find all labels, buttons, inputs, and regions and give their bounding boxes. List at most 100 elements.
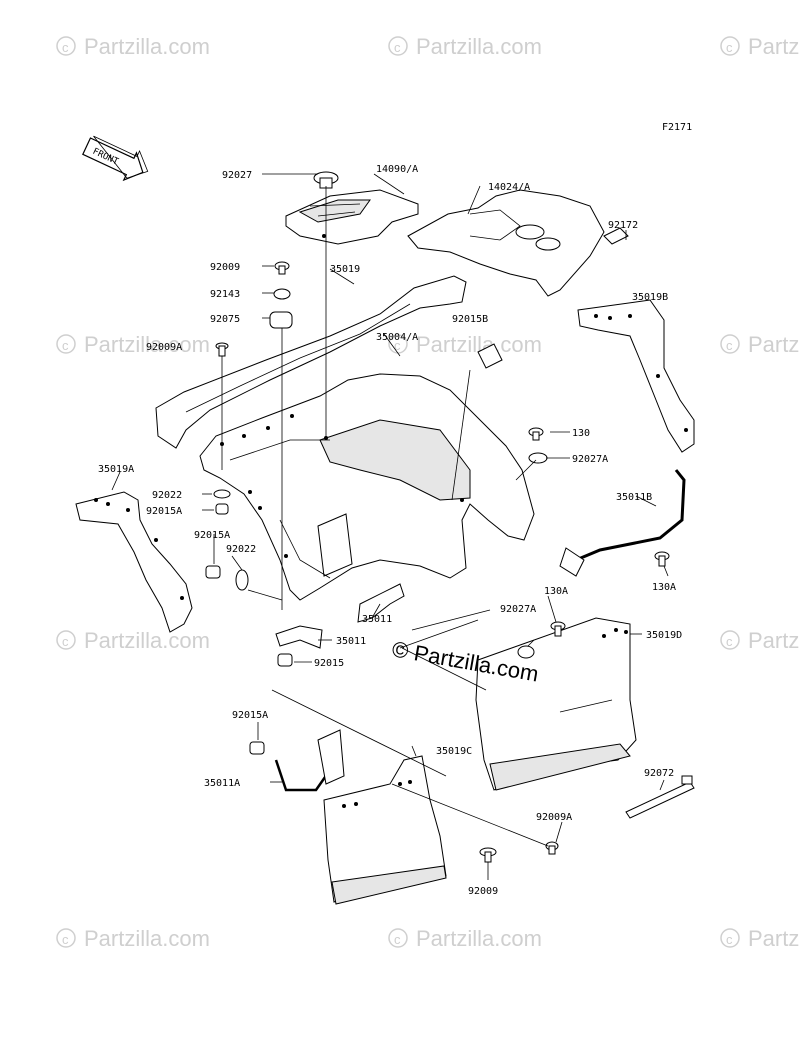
label-130A-mid: 130A (544, 586, 568, 597)
part-14024-cover (407, 189, 605, 297)
label-92015B: 92015B (452, 314, 488, 325)
svg-text:Partzilla.com: Partzilla.com (84, 332, 210, 357)
label-92015A-bot: 92015A (232, 710, 268, 721)
fastener-92172 (603, 227, 629, 245)
watermark-top-right: c Partzilla.com (720, 34, 800, 59)
watermark-row3-right: c Partzilla.com (720, 628, 800, 653)
fastener-92022-top (213, 489, 231, 499)
part-35011B-rod (559, 469, 686, 577)
svg-text:Partzilla.com: Partzilla.com (416, 34, 542, 59)
fastener-92009A-bot (545, 841, 559, 855)
svg-text:Partzilla.com: Partzilla.com (416, 926, 542, 951)
svg-text:Partzilla.com: Partzilla.com (84, 34, 210, 59)
fastener-130A-mid (550, 621, 566, 637)
label-130: 130 (572, 428, 590, 439)
part-35004-fender (199, 373, 535, 601)
label-92009A-top: 92009A (146, 342, 182, 353)
label-92009-bot: 92009 (468, 886, 498, 897)
label-35019C: 35019C (436, 746, 472, 757)
fastener-92075 (269, 311, 293, 329)
svg-text:c: c (726, 634, 733, 649)
part-35019B-guard (577, 299, 695, 453)
leader-lines (111, 173, 669, 880)
fastener-92015B (477, 343, 503, 369)
label-14024: 14024/A (488, 182, 530, 193)
label-35011-right: 35011 (362, 614, 392, 625)
label-92015: 92015 (314, 658, 344, 669)
label-92015A-top: 92015A (146, 506, 182, 517)
label-130A-right: 130A (652, 582, 676, 593)
label-92172: 92172 (608, 220, 638, 231)
part-35011A-bracket (274, 729, 345, 792)
label-35019D: 35019D (646, 630, 682, 641)
part-92072-strap (625, 775, 695, 819)
watermark-top-left: c Partzilla.com (56, 34, 210, 59)
svg-text:c: c (726, 338, 733, 353)
svg-text:c: c (394, 338, 401, 353)
label-35011B: 35011B (616, 492, 652, 503)
svg-text:c: c (726, 40, 733, 55)
svg-text:Partzilla.com: Partzilla.com (748, 34, 800, 59)
watermark-bottom-mid: c Partzilla.com (388, 926, 542, 951)
label-35019A: 35019A (98, 464, 134, 475)
label-92015A-mid: 92015A (194, 530, 230, 541)
svg-text:c: c (394, 932, 401, 947)
part-35019A-guard (75, 491, 193, 633)
label-35019: 35019 (330, 264, 360, 275)
fastener-92015A-mid (205, 565, 221, 579)
svg-text:Partzilla.com: Partzilla.com (84, 926, 210, 951)
label-92027A-mid: 92027A (500, 604, 536, 615)
part-35019D-flap (475, 617, 637, 791)
label-35019B: 35019B (632, 292, 668, 303)
fastener-92009-bot (479, 847, 497, 863)
fastener-92027A-top (528, 452, 548, 464)
label-35004: 35004/A (376, 332, 418, 343)
fastener-92009A-top (215, 342, 229, 357)
figure-code: F2171 (662, 122, 692, 133)
svg-text:Partzilla.com: Partzilla.com (748, 926, 800, 951)
fastener-92027A-mid (517, 645, 535, 659)
watermark-row3-left: c Partzilla.com (56, 628, 210, 653)
svg-text:c: c (62, 932, 69, 947)
center-watermark: © Partzilla.com (390, 636, 540, 686)
svg-text:c: c (62, 634, 69, 649)
part-14090-cover (285, 189, 419, 245)
svg-text:c: c (726, 932, 733, 947)
watermark-bottom-left: c Partzilla.com (56, 926, 210, 951)
fastener-92022-mid (235, 569, 249, 591)
fastener-92015A-top (215, 503, 229, 515)
label-92022-mid: 92022 (226, 544, 256, 555)
watermark-bottom-right: c Partzilla.com (720, 926, 800, 951)
svg-text:Partzilla.com: Partzilla.com (748, 628, 800, 653)
watermark-row2-left: c Partzilla.com (56, 332, 210, 357)
fastener-92143 (273, 288, 291, 300)
svg-text:Partzilla.com: Partzilla.com (84, 628, 210, 653)
label-35011-left: 35011 (336, 636, 366, 647)
fastener-92015A-bot (249, 741, 265, 755)
part-labels: 92027 14090/A 14024/A 92172 92009 35019 … (98, 164, 682, 897)
fastener-130A-right (654, 551, 670, 567)
svg-text:c: c (394, 40, 401, 55)
label-92027: 92027 (222, 170, 252, 181)
fastener-92027 (313, 171, 339, 189)
label-92143: 92143 (210, 289, 240, 300)
label-92075: 92075 (210, 314, 240, 325)
part-35011-brackets (275, 583, 405, 649)
front-arrow-icon: FRONT (82, 135, 149, 182)
svg-text:c: c (62, 338, 69, 353)
fastener-130 (528, 427, 544, 441)
label-92072: 92072 (644, 768, 674, 779)
watermark-row2-right: c Partzilla.com (720, 332, 800, 357)
label-92009A-bot: 92009A (536, 812, 572, 823)
fasteners (205, 171, 695, 863)
watermark-top-mid: c Partzilla.com (388, 34, 542, 59)
svg-text:c: c (62, 40, 69, 55)
part-35019C-flap (323, 755, 447, 905)
label-14090: 14090/A (376, 164, 418, 175)
label-92027A-top: 92027A (572, 454, 608, 465)
svg-text:Partzilla.com: Partzilla.com (748, 332, 800, 357)
